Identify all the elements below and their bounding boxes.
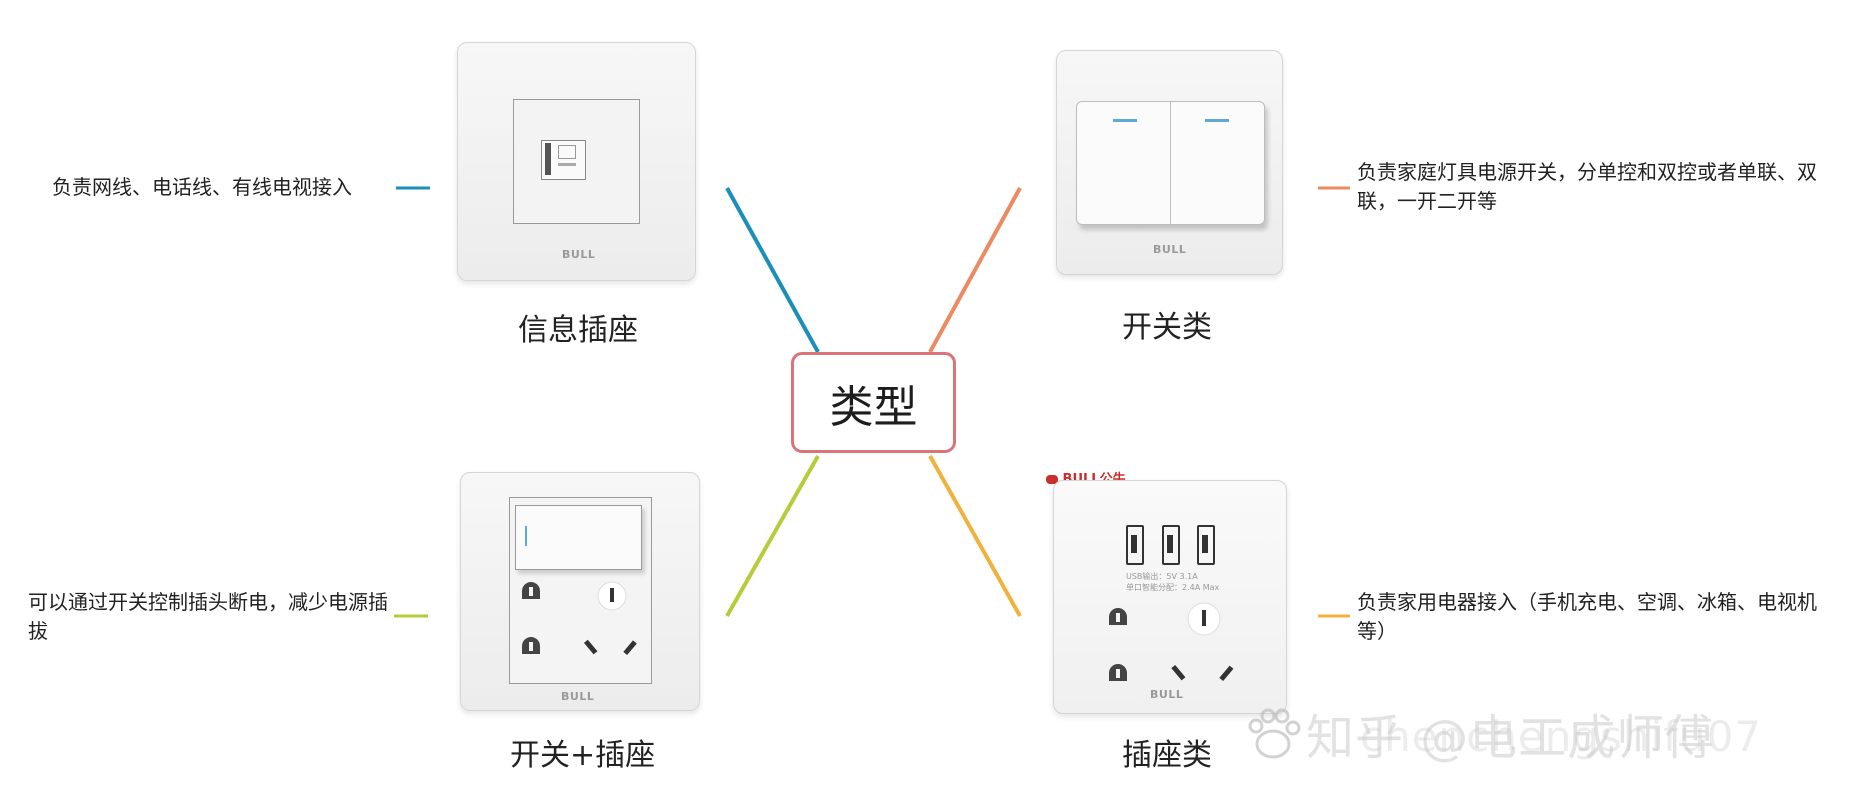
usb-port-icon — [1126, 525, 1144, 565]
indicator-light-icon — [525, 526, 527, 546]
center-node: 类型 — [791, 352, 956, 453]
watermark-text: 知乎 @电工成师傅 — [1306, 710, 1715, 766]
switch-plate: BULL — [1056, 50, 1283, 275]
switch-socket-frame — [509, 497, 652, 684]
caption-socket: 插座类 — [1122, 738, 1212, 773]
brand-logo-switch-socket: BULL — [561, 690, 595, 703]
caption-switch-socket: 开关+插座 — [510, 738, 656, 773]
indicator-light-icon — [1113, 119, 1137, 122]
connector-switch — [928, 187, 1022, 353]
outlet-holes-icon — [1109, 602, 1234, 682]
brand-logo-info-socket: BULL — [562, 248, 596, 261]
switch-socket-plate: BULL — [460, 472, 700, 711]
watermark-paw-icon — [1244, 706, 1302, 764]
usb-spec-line-2: 单口智能分配：2.4A Max — [1126, 583, 1220, 592]
usb-port-icon — [1197, 525, 1215, 565]
caption-switch: 开关类 — [1122, 310, 1212, 345]
description-socket: 负责家用电器接入（手机充电、空调、冰箱、电视机等） — [1357, 590, 1817, 643]
watermark-subtext: chenchengshifu07 — [1360, 712, 1763, 761]
usb-spec-line-1: USB输出：5V 3.1A — [1126, 572, 1198, 581]
description-info-socket: 负责网线、电话线、有线电视接入 — [52, 175, 352, 199]
connector-info-socket — [725, 187, 820, 353]
brand-logo-switch: BULL — [1153, 243, 1187, 256]
usb-port-icon — [1162, 525, 1180, 565]
description-switch-socket: 可以通过开关控制插头断电，减少电源插拔 — [28, 590, 388, 643]
description-switch: 负责家庭灯具电源开关，分单控和双控或者单联、双联，一开二开等 — [1357, 160, 1817, 213]
info-socket-frame — [513, 99, 640, 224]
usb-socket-plate: USB输出：5V 3.1A 单口智能分配：2.4A Max BULL — [1053, 480, 1287, 714]
info-socket-plate: BULL — [457, 42, 696, 281]
outlet-holes-icon — [522, 581, 637, 656]
double-rocker — [1076, 101, 1265, 225]
indicator-light-icon — [1205, 119, 1229, 122]
rj45-port-icon — [541, 140, 586, 180]
center-label: 类型 — [829, 381, 918, 433]
connector-switch-socket — [725, 455, 820, 617]
caption-info-socket: 信息插座 — [518, 313, 638, 348]
single-rocker — [515, 505, 642, 570]
usb-spec-label: USB输出：5V 3.1A 单口智能分配：2.4A Max — [1126, 571, 1219, 593]
connector-socket — [928, 455, 1022, 617]
brand-logo-socket: BULL — [1150, 688, 1184, 701]
